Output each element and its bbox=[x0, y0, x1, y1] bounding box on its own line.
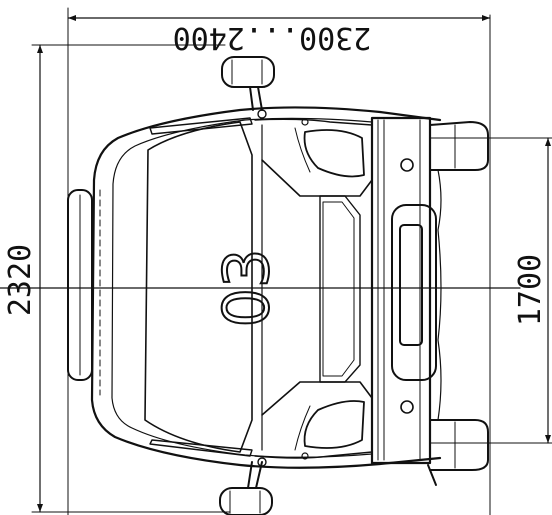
wheel-bottom bbox=[429, 419, 489, 471]
arrow-head bbox=[37, 504, 43, 512]
arrow-head bbox=[482, 15, 490, 21]
arrow-head bbox=[545, 138, 551, 146]
headlight-bottom bbox=[303, 400, 365, 449]
dimension-lines bbox=[0, 7, 552, 515]
wheel-top bbox=[429, 121, 489, 171]
height-dimension-label: 2320 bbox=[3, 244, 38, 316]
track-dimension-label: 1700 bbox=[513, 254, 548, 326]
mirror-bottom bbox=[219, 461, 273, 515]
headlight-top bbox=[303, 129, 365, 178]
front-bumper bbox=[370, 116, 442, 486]
width-dimension-label: 2300...2400 bbox=[173, 20, 372, 55]
arrow-head bbox=[68, 15, 76, 21]
tow-hook bbox=[427, 464, 437, 486]
arrow-head bbox=[37, 45, 43, 53]
arrow-head bbox=[545, 435, 551, 443]
mirror-top bbox=[221, 56, 275, 111]
fog-light-top bbox=[400, 158, 414, 172]
license-plate-holder bbox=[391, 204, 437, 381]
fog-light-bottom bbox=[400, 400, 414, 414]
badge-text: 03 bbox=[210, 249, 283, 328]
vehicle-body bbox=[67, 106, 442, 469]
badge: 03 bbox=[209, 248, 284, 329]
